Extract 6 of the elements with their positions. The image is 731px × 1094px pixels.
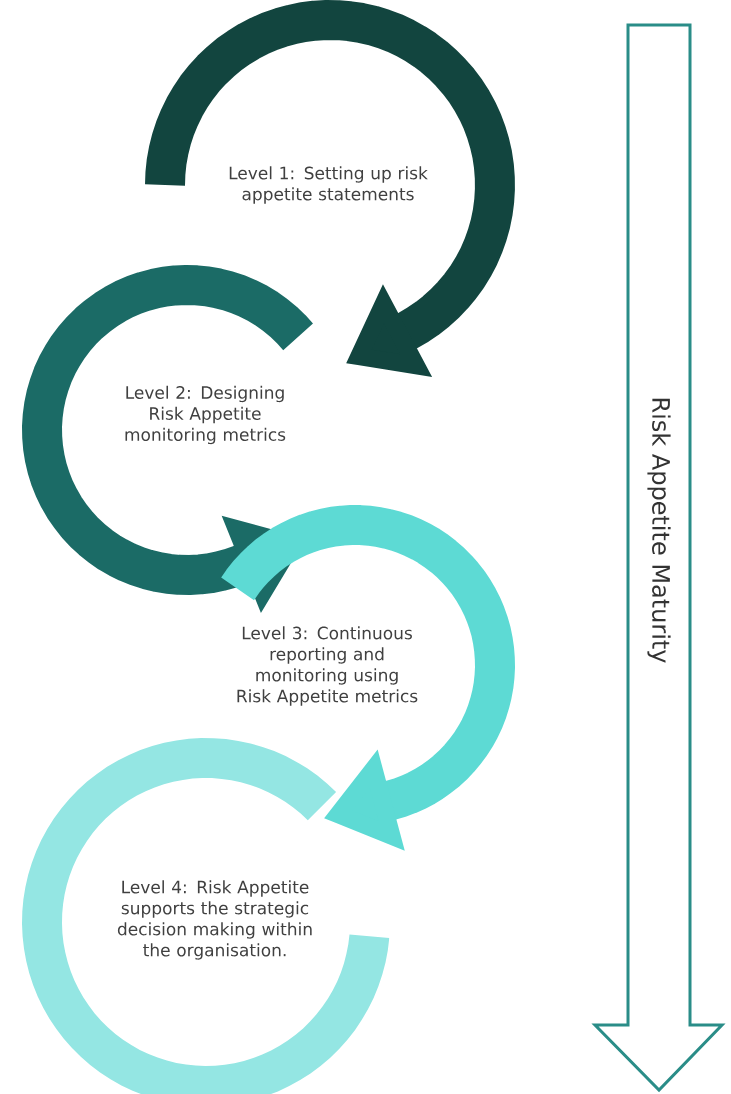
level-label: Level 4: Risk Appetite supports the strategic decision making within the organisation. bbox=[117, 880, 312, 960]
curved-arrow bbox=[221, 505, 515, 851]
level-label: Level 2: Designing Risk Appetite monitoring metrics bbox=[125, 385, 286, 445]
level-label: Level 1: Setting up risk appetite statements bbox=[229, 166, 428, 204]
level-label: Level 3: Continuous reporting and monitoring using Risk Appetite metrics bbox=[237, 626, 418, 706]
curved-arrow bbox=[145, 0, 515, 377]
